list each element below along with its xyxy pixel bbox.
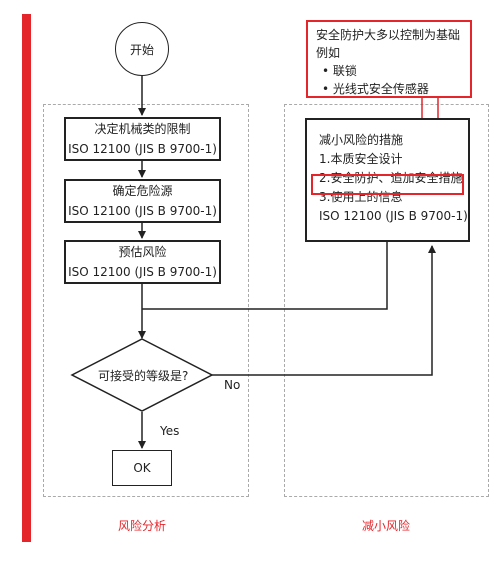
step-title: 预估风险 <box>118 245 167 259</box>
risk-analysis-region <box>43 104 249 497</box>
risk-reduction-region <box>284 104 489 497</box>
risk-analysis-caption: 风险分析 <box>118 519 167 533</box>
accent-bar <box>22 14 31 542</box>
step-title: 决定机械类的限制 <box>94 122 191 136</box>
step-standard: ISO 12100 (JIS B 9700-1) <box>68 204 217 218</box>
step-standard: ISO 12100 (JIS B 9700-1) <box>68 265 217 279</box>
safeguard-note: 安全防护大多以控制为基础 例如 • 联锁 • 光线式安全传感器 <box>306 20 472 98</box>
step-standard: ISO 12100 (JIS B 9700-1) <box>68 142 217 156</box>
decision-label: 可接受的等级是? <box>98 369 189 383</box>
step-determine-limits: 决定机械类的限制 ISO 12100 (JIS B 9700-1) <box>64 117 221 161</box>
step-estimate-risk: 预估风险 ISO 12100 (JIS B 9700-1) <box>64 240 221 284</box>
reduction-standard: ISO 12100 (JIS B 9700-1) <box>319 209 468 223</box>
reduction-title: 减小风险的措施 <box>319 133 404 147</box>
start-label: 开始 <box>129 42 154 57</box>
step-title: 确定危险源 <box>112 184 173 198</box>
yes-label: Yes <box>160 424 180 438</box>
risk-reduction-caption: 减小风险 <box>362 519 411 533</box>
highlight-frame <box>311 174 464 195</box>
note-line: 安全防护大多以控制为基础 <box>316 28 461 42</box>
reduction-item: 1.本质安全设计 <box>319 152 403 166</box>
note-line: 例如 <box>316 46 341 60</box>
note-bullet: • 光线式安全传感器 <box>322 82 429 96</box>
step-identify-hazards: 确定危险源 ISO 12100 (JIS B 9700-1) <box>64 179 221 223</box>
ok-box: OK <box>112 450 172 486</box>
ok-label: OK <box>133 461 151 475</box>
decision-diamond <box>70 338 214 412</box>
note-bullet: • 联锁 <box>322 64 357 78</box>
no-label: No <box>224 378 241 392</box>
start-node: 开始 <box>115 22 169 76</box>
